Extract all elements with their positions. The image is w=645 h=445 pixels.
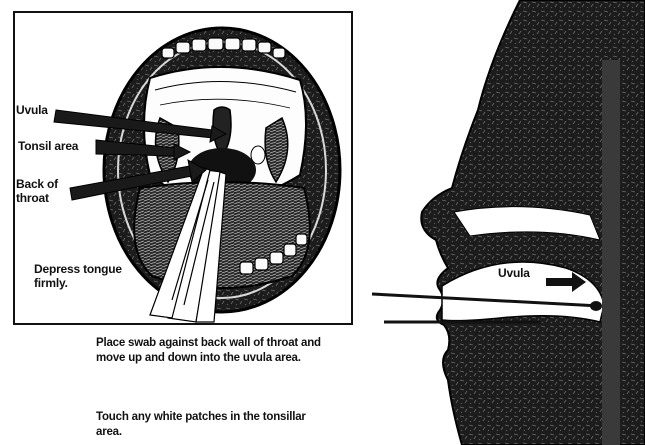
label-uvula: Uvula [16,103,48,117]
label-tonsil-area: Tonsil area [18,139,78,153]
label-back-of-throat: Back of throat [16,177,76,205]
profile-panel [372,0,645,445]
swab-tip [590,301,602,311]
instruction-step-2: Touch any white patches in the tonsillar… [96,410,326,440]
instruction-step-1: Place swab against back wall of throat a… [96,336,326,366]
pharynx [602,60,620,445]
label-depress-tongue: Depress tongue firmly. [34,262,134,290]
label-uvula-side: Uvula [498,266,530,280]
